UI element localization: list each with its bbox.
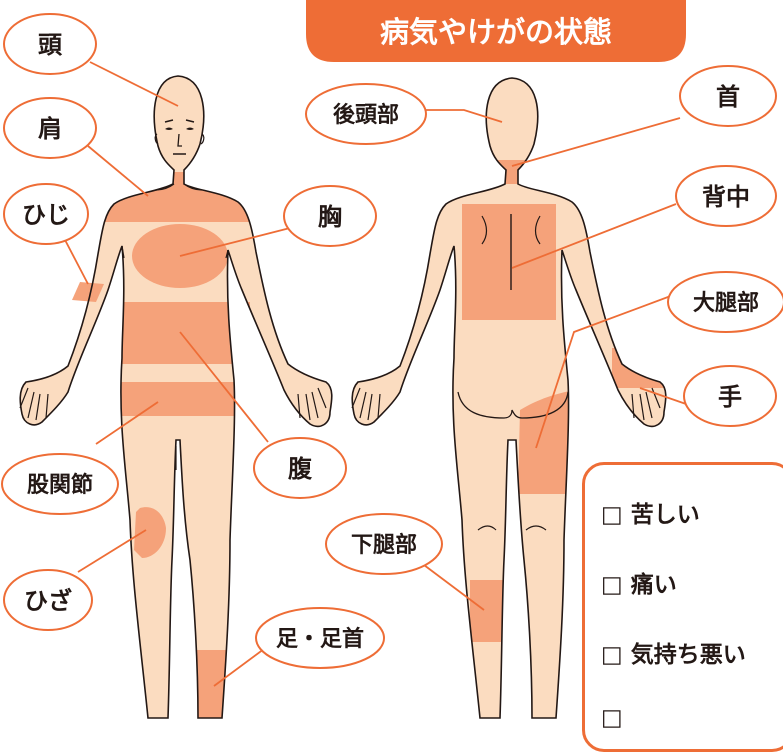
symptom-checklist: □ 苦しい □ 痛い □ 気持ち悪い □ <box>582 462 783 752</box>
label-head: 頭 <box>38 31 63 59</box>
label-hand: 手 <box>718 383 742 411</box>
label-shoulder-oval <box>3 97 97 159</box>
label-neck: 首 <box>716 83 740 111</box>
label-knee-oval <box>3 569 93 631</box>
front-elbow-highlight <box>72 282 104 302</box>
label-hand-oval <box>683 365 777 427</box>
body-diagram: 病気やけがの状態 <box>1 0 783 719</box>
label-thigh-oval <box>667 271 783 333</box>
front-shoulder-highlight <box>100 172 260 222</box>
back-lower-leg-highlight <box>470 580 506 642</box>
connector-lines <box>63 61 687 687</box>
label-back-of-head-oval <box>305 83 427 145</box>
label-lower-leg: 下腿部 <box>351 532 417 558</box>
label-head-oval <box>3 13 97 75</box>
label-hip-joint-oval <box>1 453 119 515</box>
label-lower-leg-oval <box>325 513 443 575</box>
label-hip-joint: 股関節 <box>27 472 93 498</box>
label-chest: 胸 <box>318 203 342 231</box>
label-shoulder: 肩 <box>38 115 62 143</box>
front-hip-highlight <box>110 382 250 416</box>
label-foot-ankle-oval <box>255 607 385 669</box>
checklist-item-blank[interactable]: □ <box>601 705 623 731</box>
label-neck-oval <box>679 65 777 127</box>
label-abdomen: 腹 <box>288 455 313 483</box>
label-thigh: 大腿部 <box>693 290 759 316</box>
label-knee: ひざ <box>24 587 72 615</box>
label-elbow: ひじ <box>22 201 70 229</box>
label-foot-ankle: 足・足首 <box>276 626 364 652</box>
front-knee-highlight <box>134 507 166 558</box>
back-hand-highlight <box>612 348 666 388</box>
title-tab <box>306 0 686 62</box>
checklist-item-nausea[interactable]: □ 気持ち悪い <box>601 642 746 668</box>
label-chest-oval <box>283 185 377 247</box>
label-back-oval <box>675 165 777 227</box>
label-elbow-oval <box>3 183 89 245</box>
label-back: 背中 <box>702 183 750 211</box>
label-back-of-head: 後頭部 <box>333 102 399 128</box>
back-back-highlight <box>462 204 556 320</box>
checklist-item-pain[interactable]: □ 痛い <box>601 572 677 598</box>
label-abdomen-oval <box>253 437 347 499</box>
back-thigh-highlight <box>518 390 574 494</box>
diagram-title: 病気やけがの状態 <box>380 15 612 49</box>
checklist-item-breathless[interactable]: □ 苦しい <box>601 502 700 528</box>
